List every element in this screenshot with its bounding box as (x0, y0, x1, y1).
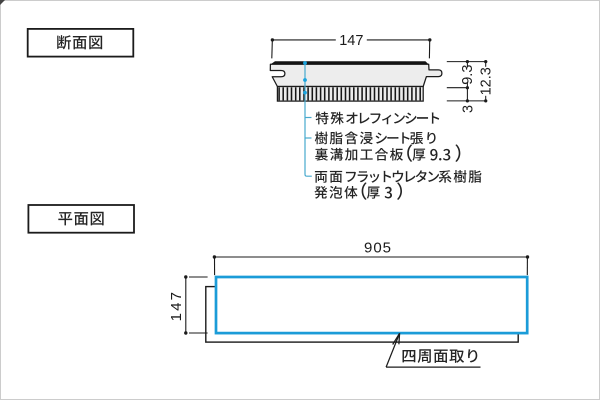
svg-text:12.3: 12.3 (479, 67, 495, 95)
svg-text:3: 3 (461, 105, 477, 113)
svg-text:147: 147 (339, 33, 363, 49)
svg-text:9.3: 9.3 (460, 65, 476, 85)
svg-text:147: 147 (168, 290, 185, 322)
svg-text:905: 905 (364, 240, 392, 257)
